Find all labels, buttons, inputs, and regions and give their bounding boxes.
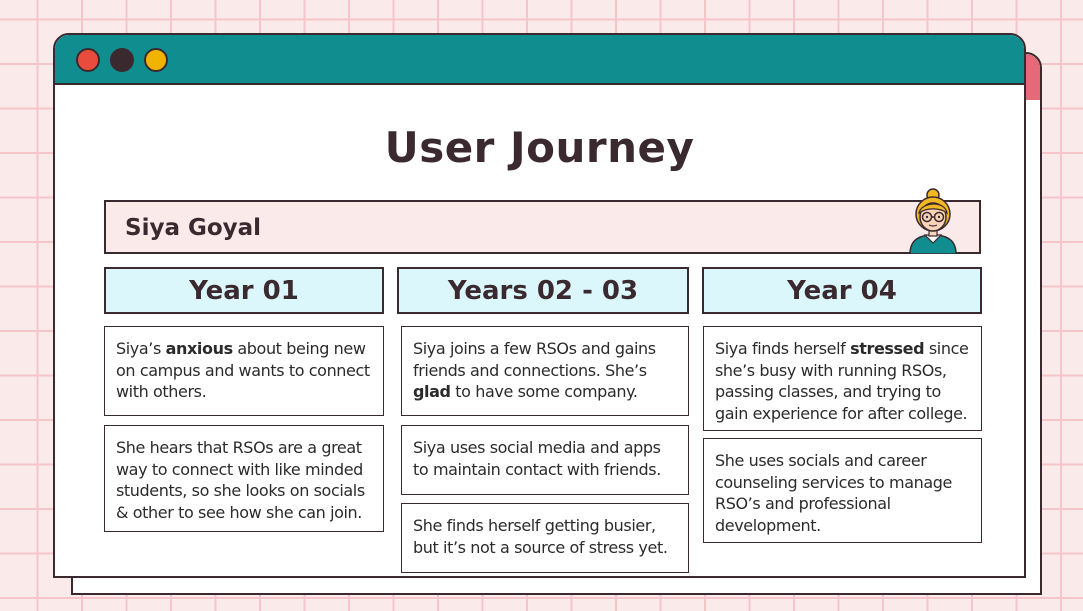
- column-header-years-02-03: Years 02 - 03: [397, 267, 689, 314]
- emotion-word: anxious: [165, 339, 234, 358]
- journey-card: She finds herself getting busier, but it…: [401, 503, 689, 573]
- journey-card: Siya’s anxious about being new on campus…: [104, 326, 384, 416]
- card-text: Siya’s: [116, 339, 166, 358]
- card-text: Siya joins a few RSOs and gains friends …: [413, 339, 656, 380]
- card-text: Siya finds herself: [715, 339, 851, 358]
- close-dot-icon[interactable]: [76, 48, 100, 72]
- page-title: User Journey: [384, 123, 695, 172]
- emotion-word: stressed: [850, 339, 925, 358]
- column-header-year-04: Year 04: [702, 267, 982, 314]
- journey-card: She hears that RSOs are a great way to c…: [104, 425, 384, 532]
- card-text: since she’s busy with running RSOs, pass…: [715, 339, 969, 423]
- persona-name: Siya Goyal: [125, 215, 262, 241]
- minimize-dot-icon[interactable]: [110, 48, 134, 72]
- journey-card: Siya uses social media and apps to maint…: [401, 425, 689, 495]
- window-titlebar: [55, 35, 1024, 85]
- card-text: She finds herself getting busier, but it…: [413, 516, 668, 557]
- emotion-word: glad: [413, 382, 451, 401]
- card-text: She uses socials and career counseling s…: [715, 451, 952, 535]
- journey-window: User Journey Siya Goyal Year 01: [53, 33, 1026, 578]
- persona-bar: Siya Goyal: [104, 188, 981, 254]
- journey-card: Siya finds herself stressed since she’s …: [703, 326, 982, 431]
- card-text: Siya uses social media and apps to maint…: [413, 438, 661, 479]
- journey-card: She uses socials and career counseling s…: [703, 438, 982, 543]
- card-text: She hears that RSOs are a great way to c…: [116, 438, 365, 522]
- card-text: to have some company.: [450, 382, 638, 401]
- column-header-year-01: Year 01: [104, 267, 384, 314]
- journey-card: Siya joins a few RSOs and gains friends …: [401, 326, 689, 416]
- card-text: about being new on campus and wants to c…: [116, 339, 370, 401]
- woman-with-glasses-avatar-icon: [909, 188, 957, 254]
- maximize-dot-icon[interactable]: [144, 48, 168, 72]
